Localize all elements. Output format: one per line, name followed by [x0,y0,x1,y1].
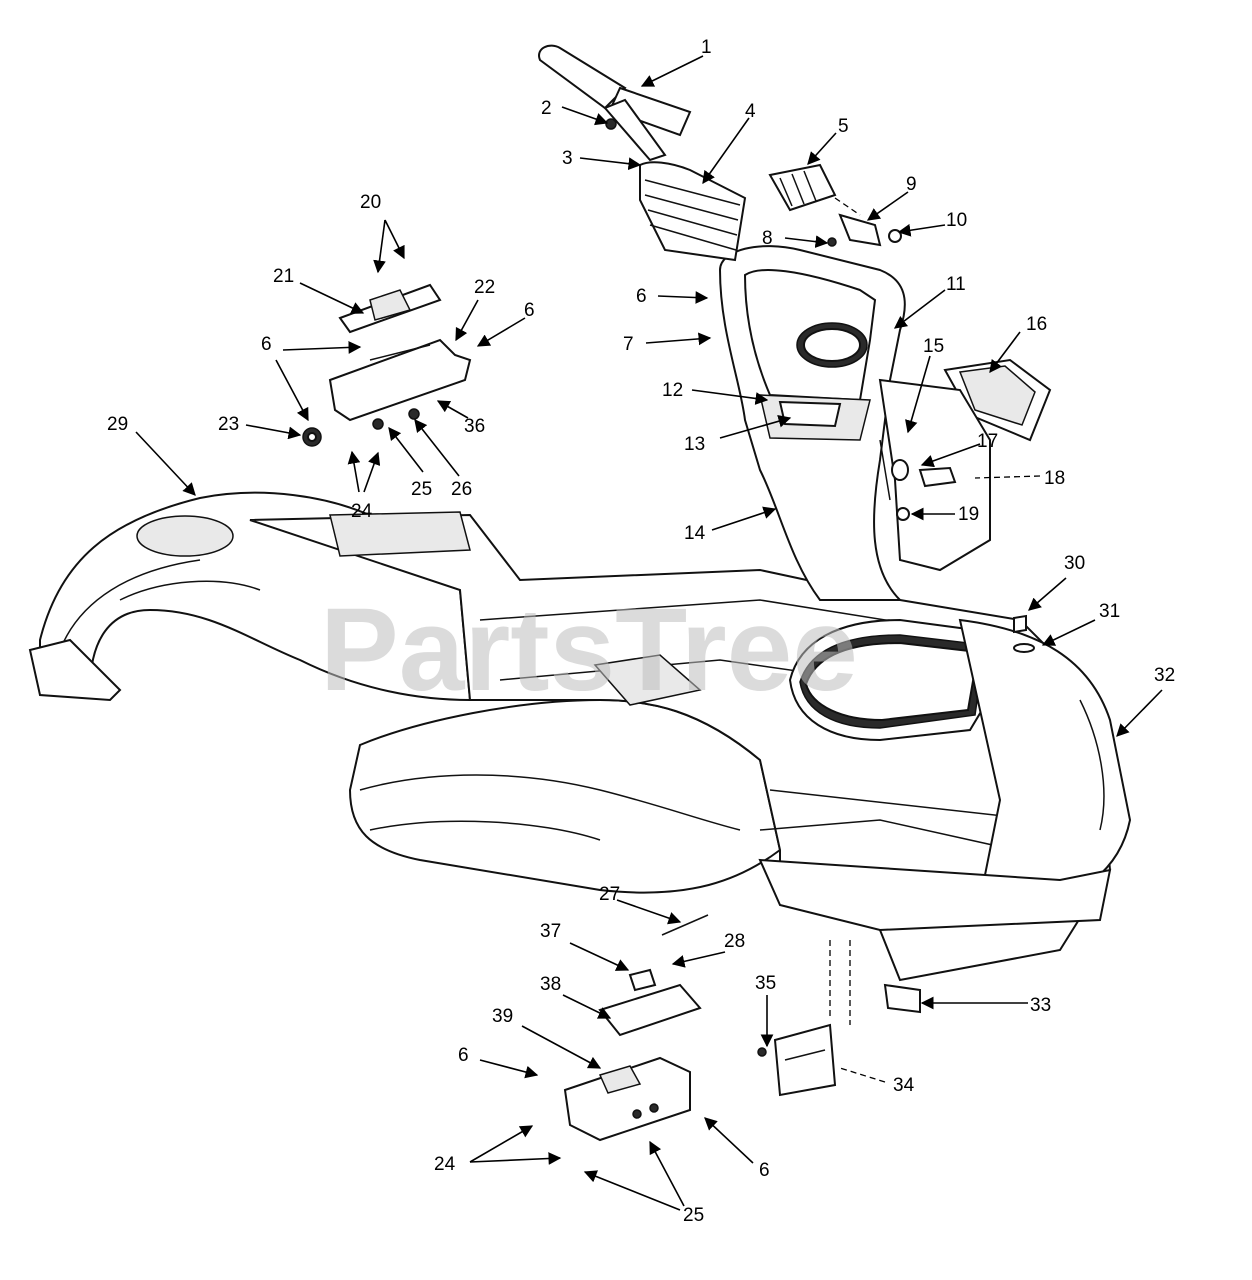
callout-25-top: 25 [411,479,432,500]
callout-22: 22 [474,277,495,298]
seat-switch-bracket [563,914,709,1142]
callout-6-seat-left: 6 [458,1045,469,1066]
callout-6-bracket-left: 6 [261,334,272,355]
hardware-right [879,439,1035,653]
callout-21: 21 [273,266,294,287]
callout-6-dash: 6 [636,286,647,307]
callout-labels: 1 2 3 4 5 6 7 8 9 10 11 12 13 14 15 16 1… [107,37,1175,1226]
callout-36: 36 [464,416,485,437]
callout-7: 7 [623,334,634,355]
callout-8: 8 [762,228,773,249]
callout-leaders [135,55,1163,1211]
callout-23: 23 [218,414,239,435]
knob-assembly [768,163,902,247]
callout-10: 10 [946,210,967,231]
callout-12: 12 [662,380,683,401]
callout-15: 15 [923,336,944,357]
callout-35: 35 [755,973,776,994]
callout-33: 33 [1030,995,1051,1016]
callout-39: 39 [492,1006,513,1027]
callout-13: 13 [684,434,705,455]
callout-6-bracket-right: 6 [524,300,535,321]
callout-26: 26 [451,479,472,500]
callout-34: 34 [893,1075,915,1096]
callout-28: 28 [724,931,745,952]
callout-31: 31 [1099,601,1120,622]
lever-assembly [538,44,747,262]
callout-29: 29 [107,414,128,435]
callout-16: 16 [1026,314,1047,335]
callout-38: 38 [540,974,561,995]
callout-5: 5 [838,116,849,137]
callout-27: 27 [599,884,620,905]
callout-14: 14 [684,523,706,544]
side-brackets [757,940,921,1097]
callout-30: 30 [1064,553,1085,574]
callout-17: 17 [977,431,998,452]
callout-1: 1 [701,37,712,58]
shift-bracket [302,283,472,447]
callout-19: 19 [958,504,979,525]
callout-24-bottom: 24 [434,1154,456,1175]
callout-32: 32 [1154,665,1175,686]
callout-20: 20 [360,192,381,213]
callout-9: 9 [906,174,917,195]
watermark: PartsTree [320,584,858,716]
callout-2: 2 [541,98,552,119]
callout-24-top: 24 [351,501,373,522]
tractor-body [28,491,1132,982]
callout-6-seat-right: 6 [759,1160,770,1181]
callout-4: 4 [745,101,756,122]
callout-18: 18 [1044,468,1065,489]
callout-37: 37 [540,921,561,942]
callout-3: 3 [562,148,573,169]
callout-25-bottom: 25 [683,1205,704,1226]
callout-11: 11 [946,274,966,295]
